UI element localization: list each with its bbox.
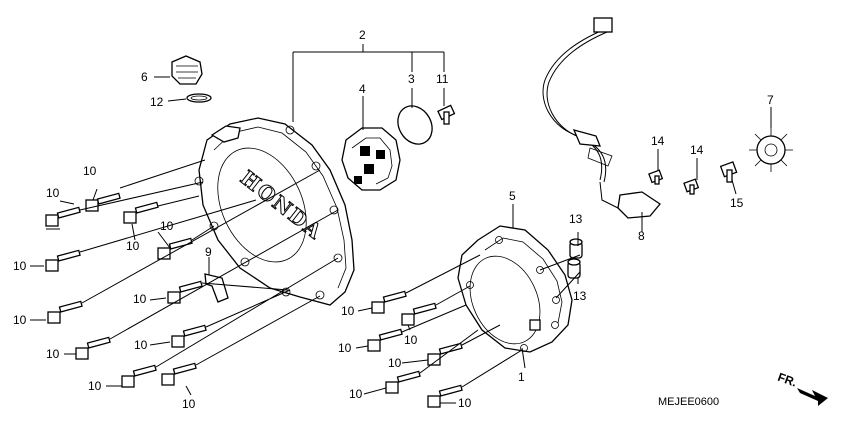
bolt-part-11 [437, 104, 456, 125]
label-part-5: 5 [509, 189, 516, 203]
sensor-part-8 [542, 17, 661, 219]
rotor-part-4 [341, 127, 401, 191]
bolt-group-left [45, 192, 207, 388]
plate-part-3 [397, 105, 433, 145]
oil-cap-part-6 [171, 55, 203, 85]
label-bolt-f: 10 [133, 292, 147, 306]
label-part-11: 11 [436, 72, 449, 86]
label-part-13a: 13 [569, 212, 583, 226]
bolt-group-right [367, 290, 463, 408]
label-bolt-m: 10 [404, 333, 418, 347]
label-part-7: 7 [767, 93, 774, 107]
label-part-1: 1 [518, 370, 525, 384]
bolt-part-14b [683, 178, 700, 195]
label-part-15: 15 [730, 196, 744, 210]
label-bolt-a: 10 [83, 164, 97, 178]
label-part-6: 6 [141, 70, 148, 84]
label-part-2: 2 [359, 28, 366, 42]
label-part-9: 9 [205, 245, 212, 259]
o-ring-part-12 [186, 93, 212, 103]
label-part-4: 4 [359, 82, 366, 96]
label-part-12: 12 [150, 95, 164, 109]
diagram-code: MEJEE0600 [658, 396, 719, 408]
label-bolt-i: 10 [46, 347, 60, 361]
front-direction-arrow [797, 388, 828, 406]
dowel-part-13a [569, 238, 583, 259]
left-crankcase-cover: HONDA [194, 117, 355, 306]
label-bolt-n: 10 [338, 341, 352, 355]
gear-part-7 [749, 128, 793, 172]
label-bolt-d: 10 [160, 219, 174, 233]
label-bolt-g: 10 [13, 313, 27, 327]
label-bolt-k: 10 [182, 397, 196, 411]
direction-label: FR. [776, 370, 799, 390]
label-bolt-l: 10 [341, 304, 355, 318]
label-bolt-p: 10 [349, 387, 363, 401]
label-bolt-j: 10 [88, 379, 102, 393]
label-bolt-h: 10 [134, 338, 148, 352]
clip-part-9 [204, 273, 229, 303]
generator-cover [457, 225, 573, 353]
label-bolt-e: 10 [13, 259, 27, 273]
label-bolt-o: 10 [388, 356, 402, 370]
label-part-14b: 14 [690, 143, 704, 157]
label-part-14a: 14 [651, 134, 665, 148]
label-bolt-q: 10 [458, 396, 472, 410]
leader-lines [30, 44, 772, 404]
label-bolt-c: 10 [126, 239, 140, 253]
bolt-part-14a [648, 169, 664, 185]
label-part-3: 3 [408, 72, 415, 86]
callout-labels: 2 3 4 11 6 12 5 7 8 9 13 13 14 14 15 1 1… [13, 28, 799, 411]
label-bolt-b: 10 [46, 186, 60, 200]
dowel-part-13b [567, 258, 581, 279]
label-part-13b: 13 [573, 289, 587, 303]
bolt-part-15 [719, 161, 738, 183]
label-part-8: 8 [638, 229, 645, 243]
